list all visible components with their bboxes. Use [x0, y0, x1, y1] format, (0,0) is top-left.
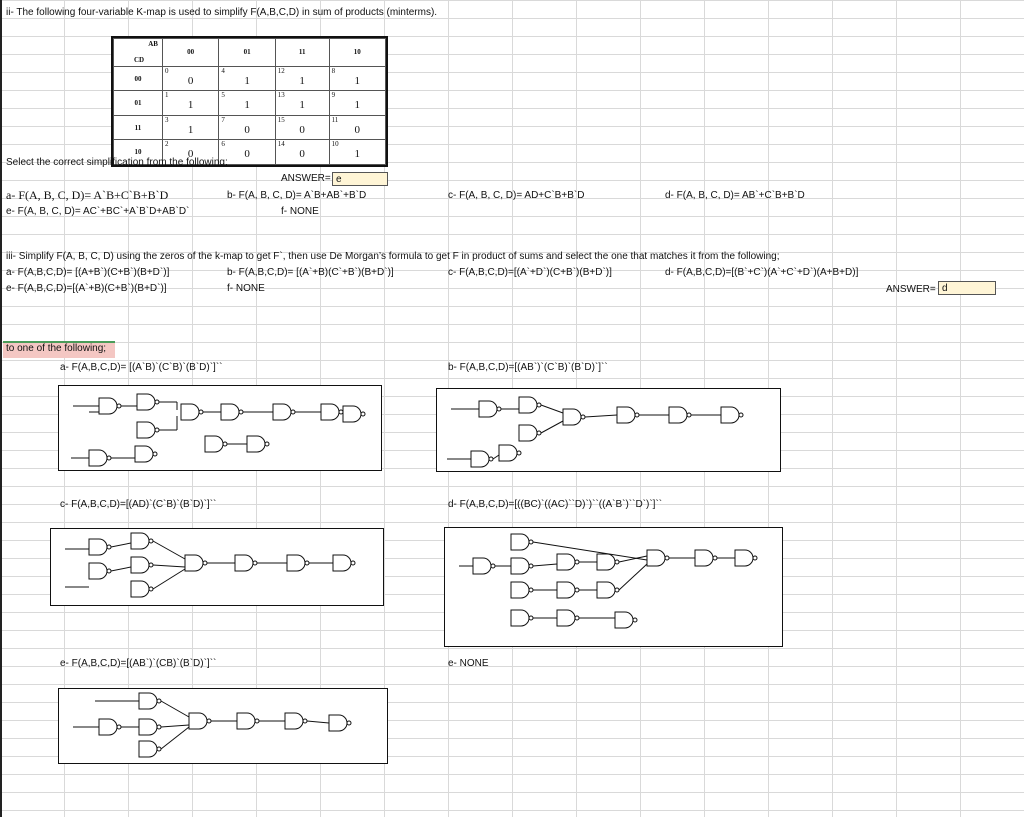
- col-header: 00: [161, 38, 220, 67]
- circuit-e-svg: [73, 692, 352, 758]
- circuit-diagram-b: [436, 388, 781, 472]
- question-3-title: iii- Simplify F(A, B, C, D) using the ze…: [6, 251, 780, 262]
- circuit-diagram-d: [444, 527, 783, 647]
- option-b[interactable]: b- F(A,B,C,D)= [(A`+B)(C`+B`)(B+D`)]: [227, 267, 394, 278]
- circuit-d-svg: [459, 533, 758, 629]
- option-a[interactable]: a- F(A, B, C, D)= A`B+C`B+B`D: [6, 188, 169, 202]
- highlighted-cell: [3, 341, 115, 358]
- answer-label: ANSWER=: [281, 173, 331, 184]
- circuit-option-a-label[interactable]: a- F(A,B,C,D)= [(A`B)`(C`B)`(B`D)`]``: [60, 362, 223, 373]
- answer-label: ANSWER=: [886, 284, 936, 295]
- row-header: 00: [113, 65, 163, 92]
- circuit-diagram-e: [58, 688, 388, 764]
- ab-label: AB: [148, 40, 158, 48]
- answer-input-q2[interactable]: e: [332, 172, 388, 186]
- option-e[interactable]: e- F(A, B, C, D)= AC`+BC`+A`B`D+AB`D`: [6, 206, 190, 217]
- circuit-b-svg: [447, 396, 744, 468]
- circuit-c-svg: [65, 532, 356, 598]
- option-f[interactable]: f- NONE: [281, 206, 319, 217]
- row-header: 10: [113, 139, 163, 165]
- circuit-option-f-label[interactable]: e- NONE: [448, 658, 489, 669]
- option-c[interactable]: c- F(A,B,C,D)=[(A`+D`)(C+B`)(B+D`)]: [448, 267, 612, 278]
- col-header: 01: [218, 38, 276, 67]
- answer-input-q3[interactable]: d: [938, 281, 996, 295]
- question-2-title: ii- The following four-variable K-map is…: [6, 7, 438, 18]
- sheet-left-border: [0, 0, 2, 817]
- circuit-option-c-label[interactable]: c- F(A,B,C,D)=[(AD)`(C`B)`(B`D)`]``: [60, 499, 217, 510]
- k-map-corner: AB CD: [113, 38, 163, 67]
- option-c[interactable]: c- F(A, B, C, D)= AD+C`B+B`D: [448, 190, 585, 201]
- select-instruction: Select the correct simplification from t…: [6, 157, 228, 168]
- circuit-a-svg: [71, 393, 366, 467]
- circuit-option-d-label[interactable]: d- F(A,B,C,D)=[((BC)`((AC)``D)`)``((A`B`…: [448, 499, 663, 510]
- circuit-option-e-label[interactable]: e- F(A,B,C,D)=[(AB`)`(CB)`(B`D)`]``: [60, 658, 217, 669]
- option-f[interactable]: f- NONE: [227, 283, 265, 294]
- row-header: 01: [113, 90, 163, 116]
- option-d[interactable]: d- F(A,B,C,D)=[(B`+C`)(A`+C`+D`)(A+B+D)]: [665, 267, 859, 278]
- option-b[interactable]: b- F(A, B, C, D)= A`B+AB`+B`D: [227, 190, 367, 201]
- option-d[interactable]: d- F(A, B, C, D)= AB`+C`B+B`D: [665, 190, 805, 201]
- question-4-title: to one of the following;: [6, 343, 107, 354]
- circuit-diagram-a: [58, 385, 382, 471]
- circuit-option-b-label[interactable]: b- F(A,B,C,D)=[(AB`)`(C`B)`(B`D)`]``: [448, 362, 608, 373]
- col-header: 11: [274, 38, 330, 67]
- circuit-diagram-c: [50, 528, 384, 606]
- option-e[interactable]: e- F(A,B,C,D)=[(A`+B)(C+B`)(B+D`)]: [6, 283, 167, 294]
- option-a[interactable]: a- F(A,B,C,D)= [(A+B`)(C+B`)(B+D`)]: [6, 267, 170, 278]
- col-header: 10: [328, 38, 387, 67]
- row-header: 11: [113, 114, 163, 141]
- cd-label: CD: [134, 55, 145, 64]
